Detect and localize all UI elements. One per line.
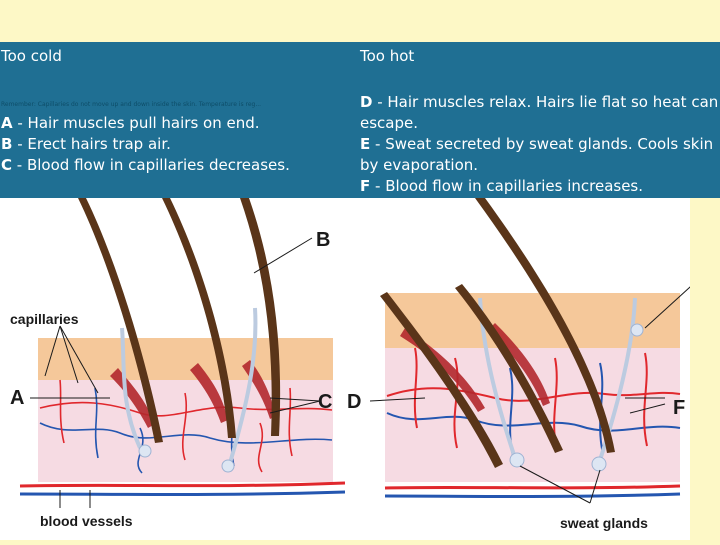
cold-item-b: B - Erect hairs trap air. [1, 135, 171, 153]
label-blood-vessels: blood vessels [40, 513, 133, 529]
label-f: F [673, 397, 685, 419]
erect-hairs [78, 198, 281, 443]
label-d: D [347, 391, 361, 413]
label-b: B [316, 229, 330, 251]
too-cold-heading: Too cold [1, 47, 62, 65]
cold-item-a: A - Hair muscles pull hairs on end. [1, 114, 260, 132]
hot-item-e: E - Sweat secreted by sweat glands. Cool… [360, 135, 714, 153]
label-a: A [10, 387, 24, 409]
sweat-gland-ducts [120, 307, 258, 464]
cold-skin-diagram: B capillaries A C blood vessels [0, 198, 346, 540]
label-sweat-glands: sweat glands [560, 515, 648, 531]
label-c: C [318, 391, 332, 413]
epidermis-layer [38, 338, 333, 380]
top-band [0, 0, 720, 42]
label-capillaries: capillaries [10, 311, 79, 327]
hot-item-d-cont: escape. [360, 114, 419, 132]
flat-hairs [380, 198, 615, 468]
reminder-note: Remember: Capillaries do not move up and… [1, 101, 262, 108]
hot-skin-diagram: E D F sweat glands [345, 198, 710, 540]
leader-lines [369, 277, 701, 504]
leader-lines [30, 237, 321, 508]
sweat-droplet [630, 323, 644, 337]
text-panel [0, 42, 720, 198]
too-hot-heading: Too hot [360, 47, 415, 65]
cold-item-c: C - Blood flow in capillaries decreases. [1, 156, 290, 174]
blood-vessels [384, 484, 681, 498]
hot-item-e-cont: by evaporation. [360, 156, 479, 174]
hot-item-f: F - Blood flow in capillaries increases. [360, 177, 644, 195]
hot-item-d: D - Hair muscles relax. Hairs lie flat s… [360, 93, 719, 111]
